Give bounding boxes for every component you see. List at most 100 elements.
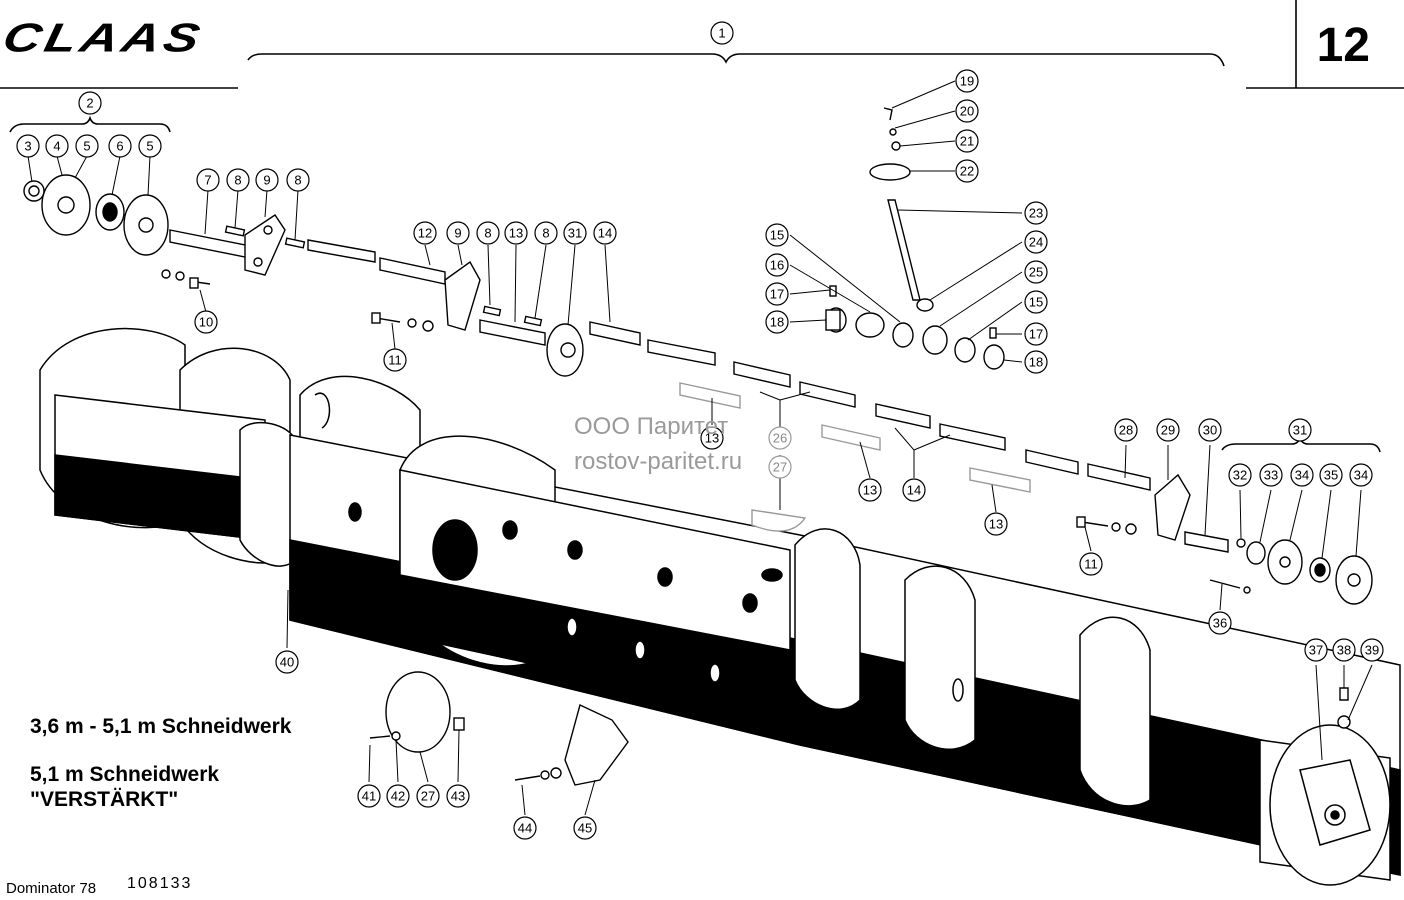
- callout-5: 5: [75, 134, 99, 158]
- callout-label: 22: [960, 164, 974, 179]
- callout-circle: [1208, 611, 1232, 635]
- watermark: ООО Паритет rostov-paritet.ru: [574, 410, 742, 480]
- callout-label: 31: [568, 226, 582, 241]
- callout-label: 33: [1264, 468, 1278, 483]
- callout-label: 10: [199, 315, 213, 330]
- callout-44: 44: [513, 816, 537, 840]
- leader-lines: [27, 80, 1373, 816]
- callout-label: 17: [770, 287, 784, 302]
- callout-2: 2: [78, 91, 102, 115]
- callout-11: 11: [383, 348, 407, 372]
- callout-circle: [955, 99, 979, 123]
- callout-label: 1: [718, 26, 725, 41]
- callout-label: 7: [204, 173, 211, 188]
- callout-label: 18: [770, 315, 784, 330]
- callout-label: 26: [773, 431, 787, 446]
- footer-doc-number: 108133: [127, 875, 193, 892]
- callout-circle: [16, 134, 40, 158]
- callout-label: 8: [234, 173, 241, 188]
- page-number: 12: [1316, 19, 1370, 72]
- caption-reinforced-line-2: "VERSTÄRKT": [30, 788, 179, 812]
- callout-label: 31: [1293, 423, 1307, 438]
- callout-label: 44: [518, 821, 532, 836]
- callout-32: 32: [1228, 463, 1252, 487]
- callout-circle: [75, 134, 99, 158]
- callout-label: 19: [960, 74, 974, 89]
- callout-circle: [710, 21, 734, 45]
- callout-circle: [765, 310, 789, 334]
- auger-tube: [39, 327, 1401, 886]
- callout-label: 9: [263, 173, 270, 188]
- callout-27: 27: [768, 455, 792, 479]
- callout-39: 39: [1360, 638, 1384, 662]
- caption-standard: 3,6 m - 5,1 m Schneidwerk: [30, 715, 292, 738]
- callout-circle: [108, 134, 132, 158]
- callout-label: 9: [454, 226, 461, 241]
- callout-15: 15: [765, 223, 789, 247]
- callout-label: 13: [509, 226, 523, 241]
- callout-12: 12: [413, 221, 437, 245]
- callout-label: 23: [1029, 206, 1043, 221]
- callout-label: 35: [1324, 468, 1338, 483]
- callout-19: 19: [955, 69, 979, 93]
- callout-34: 34: [1349, 463, 1373, 487]
- callout-circle: [1024, 201, 1048, 225]
- callout-label: 3: [24, 139, 31, 154]
- callout-label: 16: [770, 258, 784, 273]
- callout-circle: [383, 348, 407, 372]
- callout-1: 1: [710, 21, 734, 45]
- caption-reinforced-line-1: 5,1 m Schneidwerk: [30, 763, 220, 786]
- callout-33: 33: [1259, 463, 1283, 487]
- callout-circle: [1114, 418, 1138, 442]
- callout-circle: [138, 134, 162, 158]
- callout-label: 36: [1213, 616, 1227, 631]
- callout-5: 5: [138, 134, 162, 158]
- callout-label: 8: [542, 226, 549, 241]
- callout-circle: [1024, 260, 1048, 284]
- callout-circle: [955, 159, 979, 183]
- callout-circle: [902, 478, 926, 502]
- callout-label: 28: [1119, 423, 1133, 438]
- callout-label: 25: [1029, 265, 1043, 280]
- callout-29: 29: [1156, 418, 1180, 442]
- callout-13: 13: [984, 512, 1008, 536]
- callout-10: 10: [194, 310, 218, 334]
- callout-31: 31: [563, 221, 587, 245]
- callout-circle: [504, 221, 528, 245]
- callout-circle: [1024, 322, 1048, 346]
- callout-label: 14: [598, 226, 612, 241]
- callout-circle: [984, 512, 1008, 536]
- auger-flight: [794, 528, 861, 710]
- callout-circle: [563, 221, 587, 245]
- callout-8: 8: [534, 221, 558, 245]
- callout-36: 36: [1208, 611, 1232, 635]
- callout-circle: [513, 816, 537, 840]
- callout-45: 45: [573, 816, 597, 840]
- callout-circle: [534, 221, 558, 245]
- callout-circle: [765, 223, 789, 247]
- callout-label: 40: [280, 655, 294, 670]
- callout-circle: [1259, 463, 1283, 487]
- callout-circle: [1024, 290, 1048, 314]
- callout-label: 32: [1233, 468, 1247, 483]
- callout-circle: [1156, 418, 1180, 442]
- footer-model: Dominator 78: [6, 880, 97, 897]
- callout-label: 42: [391, 789, 405, 804]
- callout-4: 4: [45, 134, 69, 158]
- callout-circle: [593, 221, 617, 245]
- callout-circle: [476, 221, 500, 245]
- callout-circle: [286, 168, 310, 192]
- callout-circle: [765, 282, 789, 306]
- callout-label: 21: [960, 134, 974, 149]
- callout-label: 37: [1309, 643, 1323, 658]
- callout-label: 2: [86, 96, 93, 111]
- callout-9: 9: [446, 221, 470, 245]
- callout-circle: [1024, 350, 1048, 374]
- callout-label: 27: [773, 460, 787, 475]
- callout-circle: [700, 426, 724, 450]
- callout-label: 27: [421, 789, 435, 804]
- callout-label: 45: [578, 821, 592, 836]
- callout-label: 18: [1029, 355, 1043, 370]
- callout-8: 8: [476, 221, 500, 245]
